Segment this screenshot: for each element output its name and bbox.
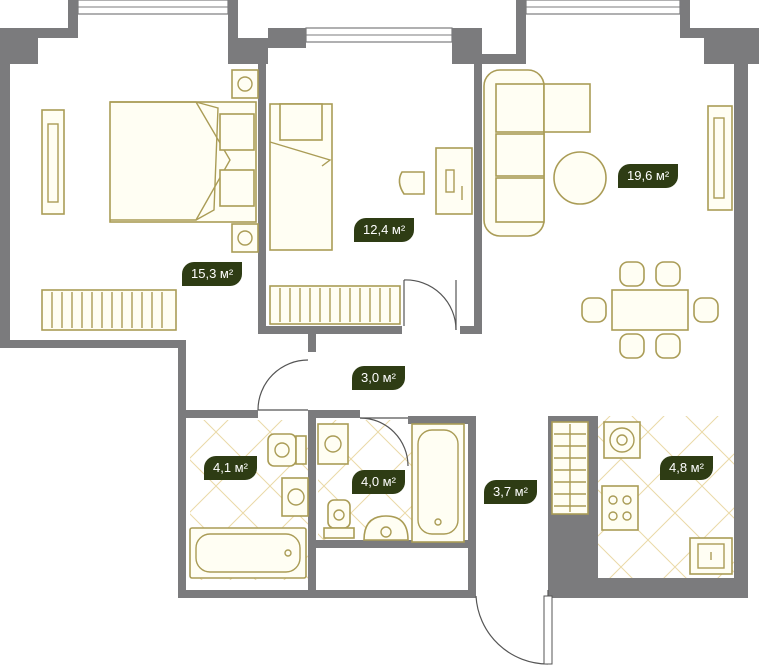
area-badge-hallway: 3,0 м²	[352, 366, 405, 390]
toilet-center	[323, 499, 355, 539]
sink-left	[281, 477, 309, 517]
nightstands	[231, 69, 259, 253]
coffee-table	[553, 151, 607, 205]
area-badge-kitchen: 4,8 м²	[660, 456, 713, 480]
kitchen-cabinet	[551, 421, 589, 515]
washing-machine	[317, 423, 349, 465]
bed-single	[269, 103, 333, 251]
windows	[77, 0, 681, 43]
kitchen-hood	[603, 421, 641, 459]
area-badge-bathroom-left: 4,1 м²	[204, 456, 257, 480]
radiator-second-bedroom	[269, 285, 401, 325]
bed-double	[109, 101, 257, 223]
ac-unit-right	[707, 105, 733, 211]
doors	[257, 279, 553, 665]
area-badge-living-room: 19,6 м²	[618, 164, 679, 188]
sink-center	[363, 515, 409, 541]
bathtub-center	[411, 423, 465, 543]
area-badge-entrance-hall: 3,7 м²	[484, 480, 537, 504]
kitchen-sink	[689, 537, 733, 575]
dining-set	[581, 261, 719, 359]
area-badge-bedroom: 15,3 м²	[182, 262, 243, 286]
area-badge-bathroom-center: 4,0 м²	[352, 470, 405, 494]
interior-walls	[186, 64, 482, 590]
desk-and-chair	[398, 147, 473, 215]
area-badge-second-bedroom: 12,4 м²	[354, 218, 415, 242]
bathtub-left	[189, 527, 307, 579]
ac-unit-left	[41, 109, 65, 215]
radiator-bedroom	[41, 289, 177, 331]
sofa	[483, 69, 591, 237]
stove	[601, 485, 639, 531]
toilet-left	[267, 433, 307, 467]
